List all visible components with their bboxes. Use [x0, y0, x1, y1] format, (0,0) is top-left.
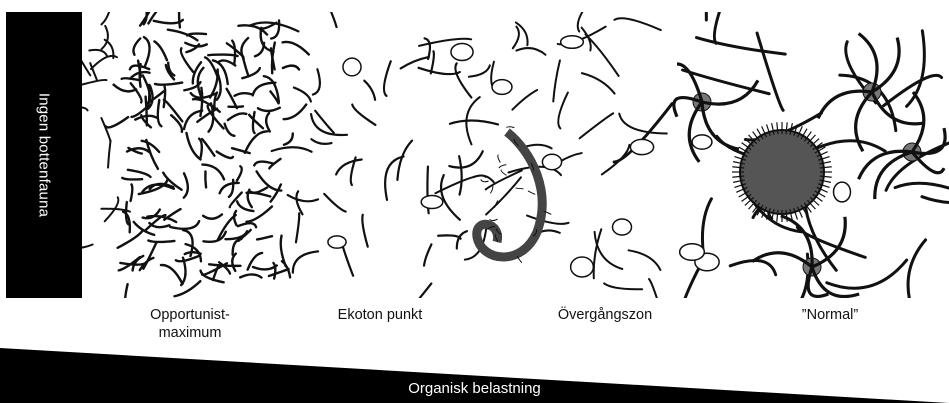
zone-label-ecotone: Ekoton punkt [305, 306, 455, 324]
zone-label-normal-line1: ”Normal” [765, 306, 895, 324]
zone-label-opportunist: Opportunist- maximum [115, 306, 265, 342]
organic-load-label: Organisk belastning [0, 380, 949, 397]
benthic-fauna-illustration [82, 12, 949, 298]
zone-label-ecotone-line1: Ekoton punkt [305, 306, 455, 324]
zone-label-transition-line1: Övergångszon [520, 306, 690, 324]
no-fauna-label: Ingen bottenfauna [36, 93, 53, 217]
zone-label-opportunist-line1: Opportunist- [115, 306, 265, 324]
zone-label-normal: ”Normal” [765, 306, 895, 324]
zone-label-transition: Övergångszon [520, 306, 690, 324]
